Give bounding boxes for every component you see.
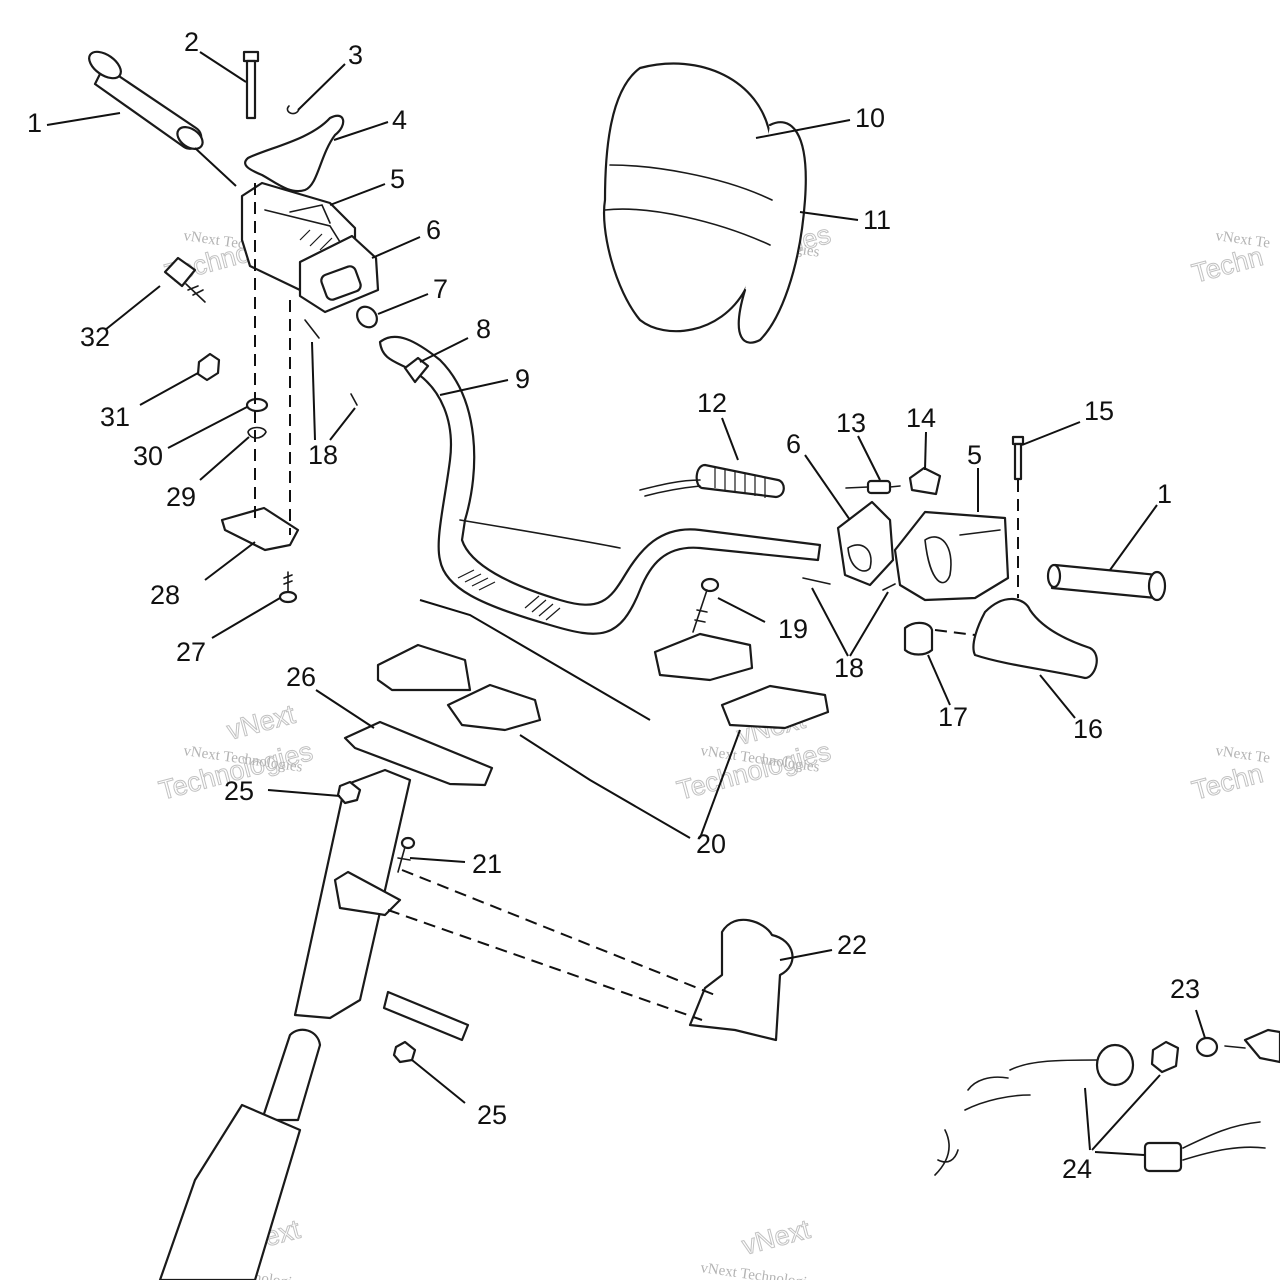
callout-14: 14: [906, 403, 936, 433]
diode-part: [845, 479, 901, 495]
steering-column-part: [158, 768, 412, 1280]
pivot-pin-part-right: [1011, 435, 1025, 481]
callout-26: 26: [286, 662, 316, 692]
throttle-lever-part: [244, 114, 345, 193]
washer-part: [245, 397, 269, 413]
nut-part: [196, 352, 221, 382]
callout-31: 31: [100, 402, 130, 432]
bushing-part: [356, 305, 378, 329]
callout-21: 21: [472, 849, 502, 879]
callout-3: 3: [348, 40, 363, 70]
leader-lines: [46, 51, 1206, 1156]
callout-29: 29: [166, 482, 196, 512]
watermark-text: vNext Te: [1214, 228, 1271, 252]
callout-25-lower: 25: [477, 1100, 507, 1130]
callout-10: 10: [855, 103, 885, 133]
left-grip-part: [88, 50, 204, 151]
callout-12: 12: [697, 388, 727, 418]
callout-17: 17: [938, 702, 968, 732]
mount-plate-part: [220, 506, 300, 552]
callout-7: 7: [433, 274, 448, 304]
watermark-text: Techn: [1189, 758, 1266, 806]
callout-18: 18: [308, 440, 338, 470]
callout-8: 8: [476, 314, 491, 344]
right-housing-cover-part: [836, 500, 895, 587]
pivot-pin-part: [242, 50, 260, 120]
heater-element-part: [639, 463, 785, 499]
watermark-text: vNext Technologies: [699, 1260, 820, 1280]
callouts: 1 2 3 4 5 6 7 8 9 10 11 12 13 14 15 16 1…: [27, 27, 1200, 1184]
callout-6: 6: [426, 215, 441, 245]
callout-19: 19: [778, 614, 808, 644]
watermark-text: vNext: [739, 1214, 814, 1261]
assembly-lines: [254, 183, 1019, 1021]
column-bracket-part: [688, 918, 794, 1042]
callout-24: 24: [1062, 1154, 1092, 1184]
upper-clamp-part: [376, 632, 830, 732]
screw-part: [882, 583, 896, 591]
watermark-text: Techn: [1189, 241, 1266, 289]
callout-20: 20: [696, 829, 726, 859]
callout-9: 9: [515, 364, 530, 394]
hand-guard-pad-part: [603, 62, 807, 344]
watermarks: vNext Technologies Technologies vNext Te…: [155, 219, 1271, 1280]
callout-18-right: 18: [834, 653, 864, 683]
riser-plate-part: [343, 720, 494, 787]
callout-4: 4: [392, 105, 407, 135]
watermark-text: vNext Te: [1214, 743, 1271, 767]
callout-27: 27: [176, 637, 206, 667]
screw-part: [304, 319, 320, 339]
tether-switch-part: [934, 1028, 1280, 1176]
nut-part: [392, 1040, 417, 1064]
column-bolt-part: [397, 836, 416, 873]
callout-30: 30: [133, 441, 163, 471]
callout-5: 5: [390, 164, 405, 194]
callout-13: 13: [836, 408, 866, 438]
spacer-tube-part: [382, 990, 470, 1042]
callout-25: 25: [224, 776, 254, 806]
bar-clamp-part: [403, 356, 430, 384]
bolt-part: [692, 577, 720, 633]
callout-32: 32: [80, 322, 110, 352]
callout-11: 11: [863, 205, 891, 235]
screw-part: [350, 393, 358, 406]
callout-16: 16: [1073, 714, 1103, 744]
screw-part: [802, 577, 831, 585]
right-switch-housing-part: [893, 510, 1010, 602]
adjuster-screw-part: [163, 256, 206, 303]
watermark-text: vNext: [224, 699, 299, 746]
dimmer-switch-part: [908, 466, 942, 496]
callout-23: 23: [1170, 974, 1200, 1004]
callout-1: 1: [27, 108, 42, 138]
callout-2: 2: [184, 27, 199, 57]
callout-5-right: 5: [967, 440, 982, 470]
e-clip-part: [247, 426, 267, 439]
brake-lever-part: [972, 597, 1098, 680]
right-grip-part: [1046, 563, 1167, 602]
mount-screw-part: [278, 571, 298, 604]
callout-6-right: 6: [786, 429, 801, 459]
callout-15: 15: [1084, 396, 1114, 426]
left-housing-cover-part: [298, 234, 380, 314]
brake-clamp-part: [903, 621, 934, 656]
callout-22: 22: [837, 930, 867, 960]
callout-1-right: 1: [1157, 479, 1172, 509]
clip-part: [286, 105, 300, 115]
callout-28: 28: [150, 580, 180, 610]
